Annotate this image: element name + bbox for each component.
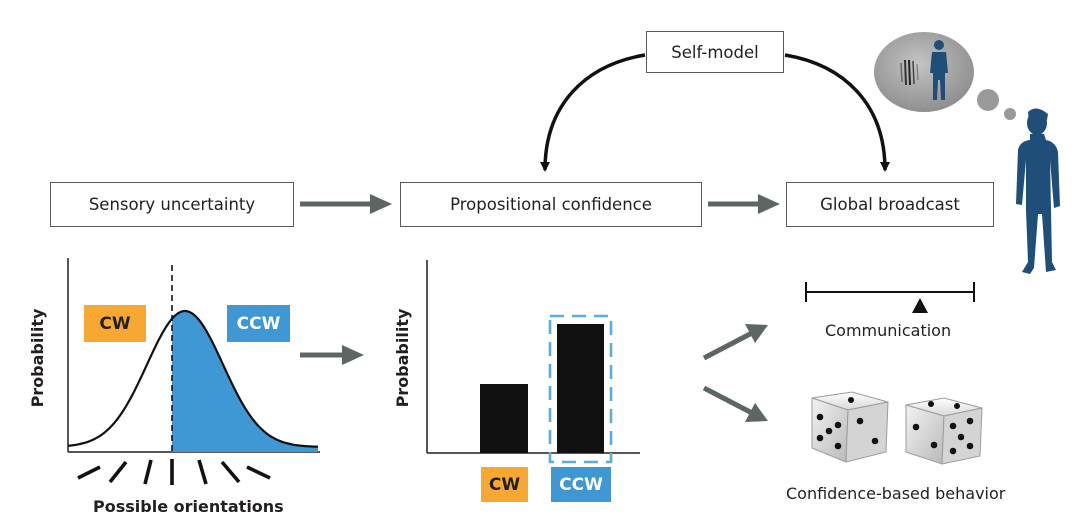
grating-icon xyxy=(900,59,919,86)
confidence-scale[interactable] xyxy=(805,282,975,313)
x-axis-label: Possible orientations xyxy=(93,497,284,516)
right-die xyxy=(905,397,983,465)
ccw-area xyxy=(172,311,318,452)
to-behavior-arrow xyxy=(702,385,768,422)
left-die xyxy=(811,391,889,463)
gaussian-curve xyxy=(67,309,319,448)
to-communication-arrow xyxy=(702,324,768,361)
sensory-to-confidence-arrow xyxy=(300,194,392,214)
middle-y-axis-label: Probability xyxy=(393,308,412,408)
scale-marker-icon[interactable] xyxy=(912,298,928,313)
self-model-to-broadcast-arrow xyxy=(784,53,890,172)
cw-bar xyxy=(480,384,528,453)
cw-label: CW xyxy=(84,305,146,342)
self-model-box: Self-model xyxy=(646,31,784,73)
confidence-to-broadcast-arrow xyxy=(708,194,780,214)
distribution-to-confidence-arrow xyxy=(300,345,364,365)
orientation-distribution-plot xyxy=(67,258,320,453)
ccw-label: CCW xyxy=(227,305,290,342)
confidence-bar-chart xyxy=(426,260,640,464)
behavior-label: Confidence-based behavior xyxy=(786,484,1006,503)
cw-bar-label: CW xyxy=(481,467,528,502)
orientation-ticks xyxy=(77,459,271,485)
self-model-to-confidence-arrow xyxy=(540,53,646,172)
dice-icon xyxy=(811,391,983,465)
person-icon xyxy=(1016,108,1060,274)
communication-label: Communication xyxy=(825,321,952,340)
thought-bubble-icon xyxy=(874,32,1016,120)
ccw-bar-label: CCW xyxy=(551,467,611,502)
small-person-icon xyxy=(930,40,948,100)
propositional-confidence-box: Propositional confidence xyxy=(400,182,702,227)
global-broadcast-box: Global broadcast xyxy=(786,182,994,227)
left-y-axis-label: Probability xyxy=(28,308,47,408)
sensory-uncertainty-box: Sensory uncertainty xyxy=(50,182,294,227)
ccw-highlight-box xyxy=(548,314,613,464)
ccw-bar xyxy=(557,324,604,453)
